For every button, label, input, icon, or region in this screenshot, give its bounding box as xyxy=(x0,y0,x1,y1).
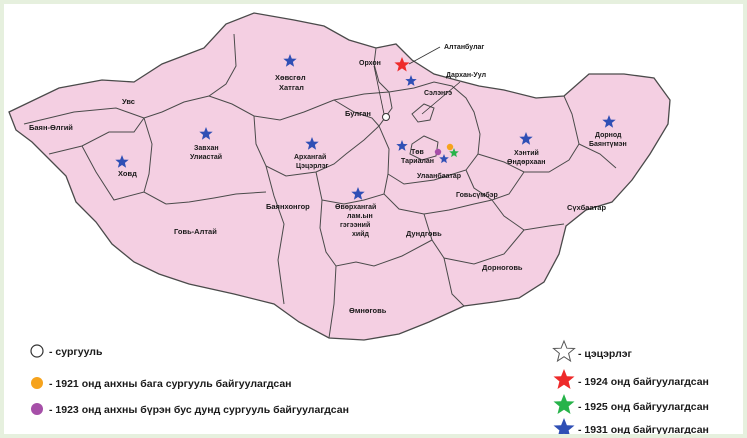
label-selenge: Сэлэнгэ xyxy=(424,90,452,97)
purple-dot-ulaanbaatar xyxy=(434,148,442,156)
legend-green-star-icon xyxy=(553,394,575,414)
country-outline xyxy=(8,12,671,341)
label-ovorkhangai-1: Өвөрхангай xyxy=(335,203,376,211)
aimag-borders xyxy=(23,33,617,339)
legend-school-circle-icon xyxy=(30,344,44,358)
label-zavkhan-2: Улиастай xyxy=(190,153,222,161)
legend-purple-dot-icon xyxy=(31,403,43,415)
label-ovorkhangai-4: хийд xyxy=(352,230,369,238)
legend-white-star-icon xyxy=(552,339,576,363)
blue-star-tov xyxy=(396,140,408,151)
label-arkhangai-2: Цэцэрлэг xyxy=(296,163,329,170)
orkhon-leader-line xyxy=(373,65,385,115)
label-sukhbaatar: Сүхбаатар xyxy=(567,203,606,212)
label-gobi-altai: Говь-Алтай xyxy=(174,227,217,236)
label-ovorkhangai-3: гэгээний xyxy=(340,221,370,229)
legend-1931-text: - 1931 онд байгуулагдсан xyxy=(578,424,709,434)
orange-dot-ulaanbaatar xyxy=(446,143,454,151)
legend-1924-text: - 1924 онд байгуулагдсан xyxy=(578,376,709,388)
label-khovsgol-2: Хатгал xyxy=(279,83,304,92)
legend-tsetserleg-text: - цэцэрлэг xyxy=(578,348,633,360)
blue-star-khovd xyxy=(115,155,129,168)
label-orkhon: Орхон xyxy=(359,60,381,67)
label-khovsgol-1: Хөвсгөл xyxy=(275,73,306,82)
legend-school-text: - сургууль xyxy=(49,346,103,358)
label-khovd: Ховд xyxy=(118,169,137,178)
label-dornod-2: Баянтүмэн xyxy=(589,141,627,148)
legend-orange-dot-icon xyxy=(31,377,43,389)
label-altanbulag: Алтанбулаг xyxy=(444,43,484,51)
label-tov-2: Тариалан xyxy=(401,158,434,165)
blue-star-ovorkhangai xyxy=(351,187,365,200)
mongolia-map: Увс Баян-Өлгий Ховд Завхан Улиастай Хөвс… xyxy=(8,12,709,434)
legend-blue-star-icon xyxy=(553,418,575,434)
darkhan-leader-line xyxy=(421,81,461,115)
blue-star-selenge xyxy=(405,75,417,86)
legend-1923-text: - 1923 онд анхны бүрэн бус дунд сургууль… xyxy=(49,404,349,416)
label-arkhangai-1: Архангай xyxy=(294,153,326,161)
label-dornod-1: Дорнод xyxy=(595,132,622,139)
blue-star-arkhangai xyxy=(305,137,319,150)
altanbulag-leader-line xyxy=(408,46,441,65)
label-ulaanbaatar: Улаанбаатар xyxy=(417,172,461,180)
green-star-ulaanbaatar xyxy=(449,148,459,158)
label-omnogobi: Өмнөговь xyxy=(349,306,387,315)
legend-1925-text: - 1925 онд байгуулагдсан xyxy=(578,401,709,413)
label-tov-1: Төв xyxy=(411,149,425,156)
blue-star-dornod xyxy=(602,115,616,128)
label-dundgobi: Дундговь xyxy=(406,229,442,238)
label-dornogobi: Дорноговь xyxy=(482,263,523,272)
blue-star-khentii xyxy=(519,132,533,145)
label-gobisumber: Говьсүмбэр xyxy=(456,191,498,199)
label-bayan-olgii: Баян-Өлгий xyxy=(29,123,73,132)
label-darkhan-uul: Дархан-Уул xyxy=(446,72,486,79)
legend-1921-text: - 1921 онд анхны бага сургууль байгуулаг… xyxy=(49,378,292,390)
label-bulgan: Булган xyxy=(345,109,371,118)
blue-star-ulaanbaatar xyxy=(439,154,449,164)
legend-red-star-icon xyxy=(553,369,575,389)
label-zavkhan-1: Завхан xyxy=(194,145,219,152)
blue-star-khovsgol xyxy=(283,54,297,67)
map-stars xyxy=(115,54,616,200)
label-bayankhongor: Баянхонгор xyxy=(266,202,310,211)
map-frame: Увс Баян-Өлгий Ховд Завхан Улиастай Хөвс… xyxy=(4,4,743,434)
blue-star-zavkhan xyxy=(199,127,213,140)
label-khentii-1: Хэнтий xyxy=(514,149,539,157)
label-uvs: Увс xyxy=(122,97,135,106)
label-ovorkhangai-2: лам.ын xyxy=(347,213,373,220)
school-circle-orkhon xyxy=(382,113,390,121)
red-star-altanbulag xyxy=(394,57,410,72)
label-khentii-2: Өндөрхаан xyxy=(507,159,545,166)
